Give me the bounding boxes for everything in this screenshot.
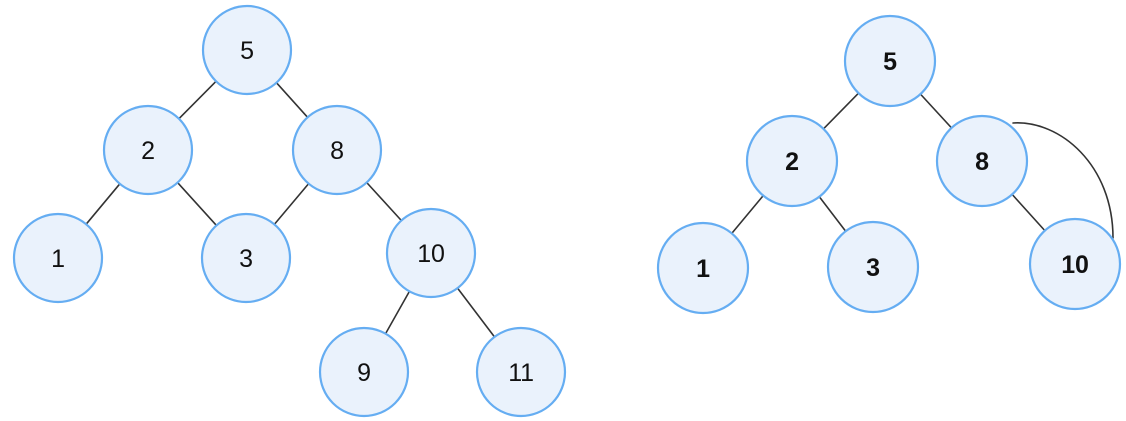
node-circle: [200, 212, 292, 304]
tree-node[interactable]: 2: [745, 114, 839, 208]
node-circle: [1028, 217, 1122, 311]
node-label: 5: [240, 37, 254, 65]
node-circle: [291, 104, 383, 196]
node-circle: [102, 104, 194, 196]
node-label: 3: [866, 254, 880, 282]
tree-edge: [456, 287, 496, 338]
tree-node[interactable]: 3: [200, 212, 292, 304]
tree-node[interactable]: 9: [318, 326, 410, 418]
node-circle: [318, 326, 410, 418]
tree-node[interactable]: 2: [102, 104, 194, 196]
node-label: 2: [785, 148, 799, 176]
tree-node[interactable]: 10: [1028, 217, 1122, 311]
node-circle: [745, 114, 839, 208]
tree-edge: [1011, 193, 1046, 232]
node-label: 11: [508, 359, 534, 387]
node-label: 2: [141, 137, 155, 165]
node-label: 9: [357, 359, 371, 387]
tree-edge: [275, 81, 309, 119]
tree-edge: [178, 80, 217, 120]
node-label: 10: [1061, 251, 1088, 279]
tree-node[interactable]: 3: [826, 220, 920, 314]
node-label: 5: [883, 48, 897, 76]
node-circle: [656, 221, 750, 315]
tree-edge: [273, 182, 310, 226]
tree-edge: [730, 194, 765, 235]
tree-node[interactable]: 8: [291, 104, 383, 196]
node-label: 8: [330, 137, 344, 165]
nodes-layer: 5 2 8 1 3 10 9 11 5 2 8 1 3 10: [12, 4, 1122, 418]
tree-node[interactable]: 1: [656, 221, 750, 315]
tree-edge-curved: [1012, 122, 1114, 239]
tree-edge: [919, 93, 953, 129]
tree-node[interactable]: 8: [935, 114, 1029, 208]
tree-node[interactable]: 1: [12, 212, 104, 304]
tree-node[interactable]: 5: [843, 14, 937, 108]
node-label: 1: [696, 255, 710, 283]
tree-edge: [85, 183, 121, 225]
node-label: 3: [239, 245, 253, 273]
node-circle: [12, 212, 104, 304]
tree-edge: [822, 92, 860, 130]
tree-edge: [384, 290, 411, 335]
node-circle: [935, 114, 1029, 208]
node-label: 8: [975, 148, 989, 176]
node-circle: [385, 207, 477, 299]
node-circle: [826, 220, 920, 314]
tree-edge: [365, 181, 403, 222]
node-circle: [201, 4, 293, 96]
tree-node[interactable]: 5: [201, 4, 293, 96]
tree-edge: [176, 181, 218, 227]
edges-layer: [85, 80, 1114, 338]
tree-node[interactable]: 10: [385, 207, 477, 299]
node-label: 10: [417, 240, 444, 268]
tree-node[interactable]: 11: [475, 326, 567, 418]
node-label: 1: [51, 245, 65, 273]
tree-edge: [818, 195, 847, 233]
node-circle: [843, 14, 937, 108]
node-circle: [475, 326, 567, 418]
